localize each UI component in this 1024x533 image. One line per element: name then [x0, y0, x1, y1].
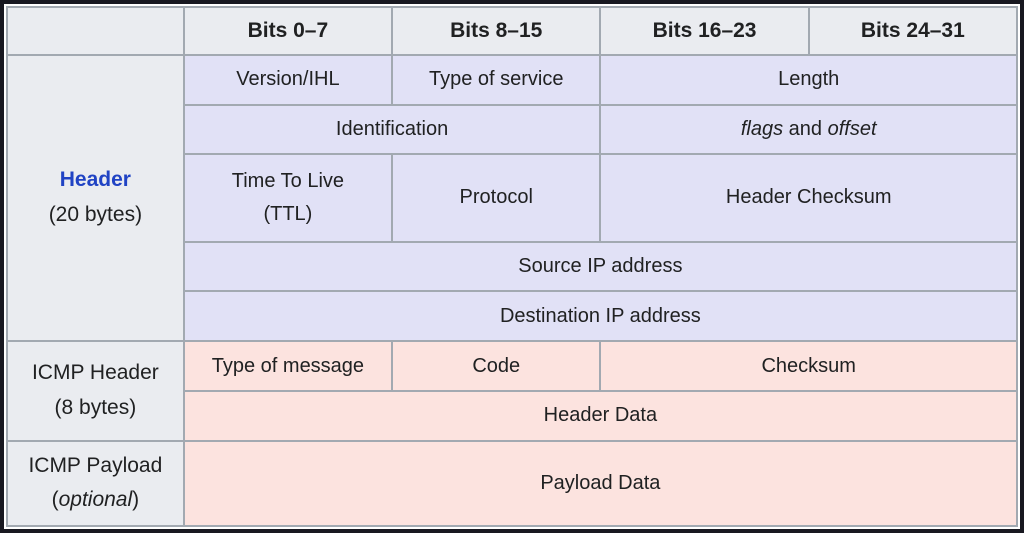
offset-text: offset — [827, 117, 877, 140]
ttl-line-1: Time To Live — [231, 169, 345, 192]
icmp-payload-optional-label: (optional) — [14, 483, 177, 518]
cell-length: Length — [599, 53, 1018, 106]
and-text: and — [783, 117, 828, 140]
ip-header-size-label: (20 bytes) — [48, 202, 143, 226]
flags-text: flags — [740, 117, 784, 140]
section-label-icmp-payload: ICMP Payload (optional) — [6, 439, 185, 528]
ip-header-title-line: Header — [14, 163, 177, 198]
bits-16-23-header: Bits 16–23 — [599, 6, 810, 56]
ip-row-1: Header (20 bytes) Version/IHL Type of se… — [6, 53, 1018, 343]
icmp-packet-structure-table: Bits 0–7 Bits 8–15 Bits 16–23 Bits 24–31… — [6, 6, 1019, 528]
cell-identification: Identification — [182, 103, 602, 156]
icmp-row-2: Header Data — [7, 389, 1019, 442]
paren-close: ) — [132, 488, 140, 512]
header-link[interactable]: Header — [59, 168, 131, 192]
ip-row-3: Time To Live (TTL) Protocol Header Check… — [7, 153, 1018, 243]
ip-row-2: Identification flags and offset — [7, 103, 1018, 156]
paren-open: ( — [51, 488, 59, 512]
icmp-payload-title-line: ICMP Payload — [28, 453, 163, 477]
section-label-icmp-header: ICMP Header (8 bytes) — [6, 340, 185, 442]
cell-checksum: Checksum — [599, 340, 1018, 392]
icmp-payload-row: ICMP Payload (optional) Payload Data — [6, 439, 1019, 528]
section-label-ip-header: Header (20 bytes) — [6, 53, 185, 343]
ttl-line-2: (TTL) — [263, 202, 313, 225]
corner-cell — [6, 6, 185, 56]
cell-protocol: Protocol — [391, 153, 602, 243]
cell-code: Code — [391, 340, 602, 392]
icmp-header-title-line: ICMP Header — [31, 361, 159, 385]
cell-destination-ip: Destination IP address — [182, 290, 1019, 343]
cell-payload-data: Payload Data — [182, 439, 1019, 528]
optional-text: optional — [58, 488, 133, 512]
bits-0-7-header: Bits 0–7 — [182, 6, 394, 56]
cell-source-ip: Source IP address — [182, 240, 1019, 293]
cell-header-checksum: Header Checksum — [599, 153, 1018, 243]
ip-row-4: Source IP address — [7, 240, 1019, 293]
cell-flags-and-offset: flags and offset — [599, 103, 1018, 156]
cell-type-of-message: Type of message — [182, 340, 394, 392]
bits-header-row: Bits 0–7 Bits 8–15 Bits 16–23 Bits 24–31 — [6, 6, 1019, 56]
icmp-header-size-label: (8 bytes) — [54, 395, 137, 419]
bits-24-31-header: Bits 24–31 — [807, 6, 1019, 56]
bits-8-15-header: Bits 8–15 — [391, 6, 602, 56]
icmp-row-1: ICMP Header (8 bytes) Type of message Co… — [6, 340, 1018, 442]
cell-ttl: Time To Live (TTL) — [182, 153, 394, 243]
cell-version-ihl: Version/IHL — [182, 53, 394, 106]
cell-type-of-service: Type of service — [391, 53, 602, 106]
cell-header-data: Header Data — [182, 389, 1019, 442]
ip-row-5: Destination IP address — [7, 290, 1019, 343]
